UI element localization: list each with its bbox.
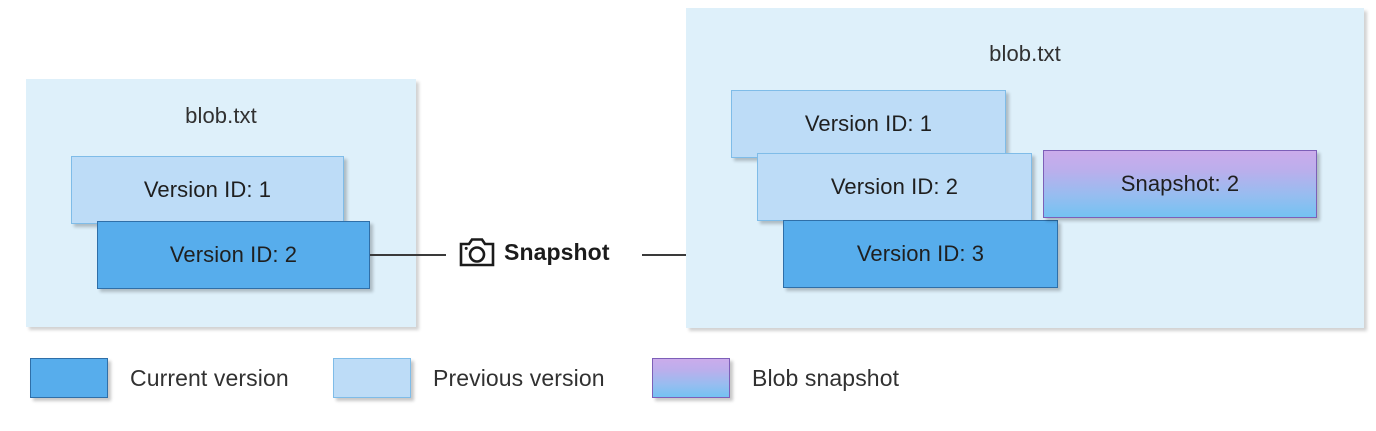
legend-swatch-previous-version [333, 358, 411, 398]
snapshot-transition-tag: Snapshot [459, 236, 610, 268]
legend-label-blob-snapshot: Blob snapshot [752, 364, 900, 391]
blob-title-after: blob.txt [989, 41, 1061, 66]
version-card-after-1-label: Version ID: 1 [804, 111, 933, 136]
snapshot-card-after: Snapshot: 2 [1043, 150, 1317, 218]
legend-item-current-version: Current version [30, 358, 289, 398]
version-card-after-2: Version ID: 2 [757, 153, 1032, 221]
legend-item-previous-version: Previous version [333, 358, 605, 398]
version-card-before-1: Version ID: 1 [71, 156, 344, 224]
legend-label-current-version: Current version [130, 364, 289, 391]
snapshot-transition-label: Snapshot [504, 238, 610, 265]
version-card-before-1-label: Version ID: 1 [143, 177, 272, 202]
version-card-after-3: Version ID: 3 [783, 220, 1058, 288]
version-card-after-1: Version ID: 1 [731, 90, 1006, 158]
snapshot-card-after-label: Snapshot: 2 [1120, 171, 1240, 196]
blob-title-before: blob.txt [185, 103, 257, 128]
legend-label-previous-version: Previous version [433, 364, 605, 391]
version-card-before-2: Version ID: 2 [97, 221, 370, 289]
connector-line-left [370, 254, 446, 256]
legend-item-blob-snapshot: Blob snapshot [652, 358, 899, 398]
version-card-before-2-label: Version ID: 2 [169, 242, 298, 267]
legend-swatch-blob-snapshot [652, 358, 730, 398]
version-card-after-3-label: Version ID: 3 [856, 241, 985, 266]
camera-icon [459, 236, 495, 268]
legend-swatch-current-version [30, 358, 108, 398]
version-card-after-2-label: Version ID: 2 [830, 174, 959, 199]
